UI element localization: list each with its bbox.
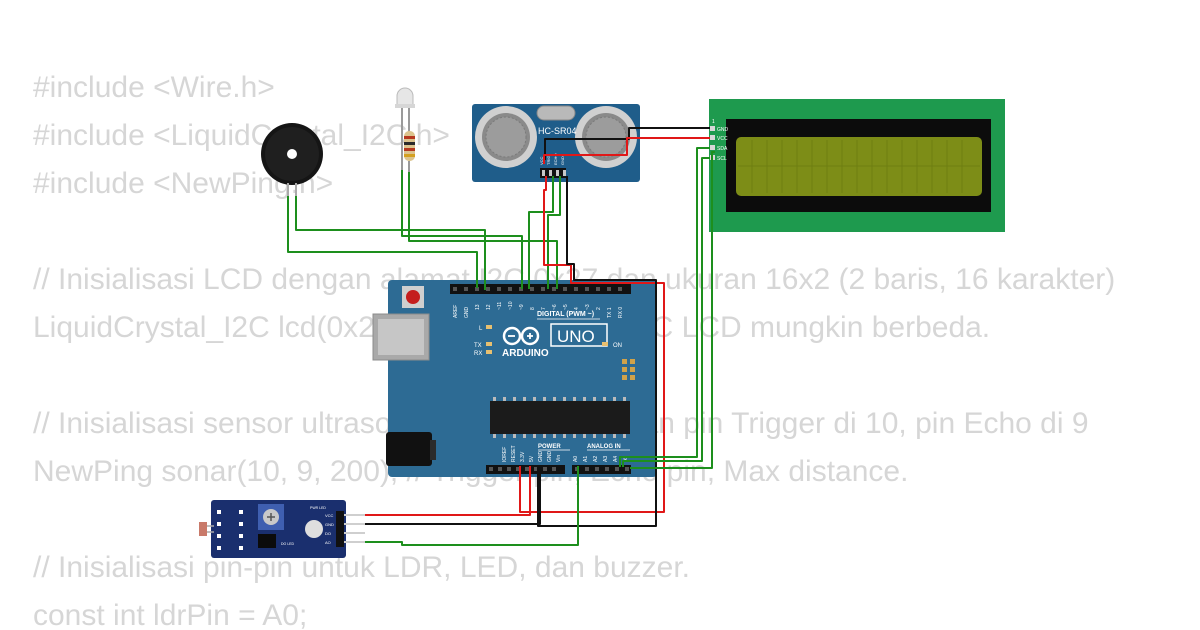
- microcontroller-chip: [490, 401, 630, 434]
- digital-label: DIGITAL (PWM ~): [537, 311, 594, 318]
- wire-buzzer-gnd: [287, 196, 478, 288]
- buzzer-hole: [287, 149, 297, 159]
- arduino-brand: ARDUINO: [502, 348, 549, 359]
- ultrasonic-label: HC-SR04: [538, 126, 577, 136]
- pin-label: ~10: [508, 301, 514, 310]
- buzzer[interactable]: [261, 123, 323, 196]
- wire-us-trig: [528, 176, 554, 289]
- wire-lcd-sda: [619, 147, 710, 467]
- pin-label: ~11: [497, 302, 503, 310]
- led-l-label: L: [479, 326, 483, 332]
- pin-label: RX 0: [618, 307, 624, 318]
- ldr-module-hole: [305, 520, 323, 538]
- ldr-module[interactable]: PWR LED DO LED VCC GND DO AO: [199, 500, 365, 558]
- rx-label: RX: [474, 351, 482, 357]
- pin-label: ~5: [563, 304, 569, 310]
- pin-label: 4: [574, 307, 580, 310]
- pin-label: A0: [573, 456, 579, 462]
- pin-label: 5V: [529, 455, 535, 462]
- led-dome: [396, 87, 414, 107]
- pin-label: A5: [623, 456, 629, 462]
- wire-us-vcc: [519, 176, 665, 513]
- comparator-chip: [258, 534, 276, 548]
- ultrasonic-header: [540, 168, 566, 178]
- ldr-pin-do: DO: [325, 531, 331, 536]
- pin-label: 12: [486, 304, 492, 310]
- pin-label: A4: [613, 456, 619, 462]
- code-line: #include <NewPing.h>: [33, 167, 334, 200]
- pin-label: ~6: [552, 304, 558, 310]
- tx-label: TX: [474, 343, 482, 349]
- wire-lcd-scl: [622, 157, 710, 467]
- ultrasonic-sensor[interactable]: HC-SR04 VCC TRIG ECHO GND: [472, 104, 640, 182]
- arduino-uno[interactable]: AREF GND 13 12 ~11 ~10 ~9 8 7 ~6 ~5 4 ~3…: [372, 280, 657, 477]
- arduino-model: UNO: [557, 327, 595, 346]
- pin-label: 2: [596, 307, 602, 310]
- pin-label: IOREF: [502, 447, 508, 462]
- us-pin-vcc: VCC: [539, 156, 544, 165]
- analog-header: [572, 465, 631, 474]
- pin-label: ~3: [585, 304, 591, 310]
- pwr-led-label: PWR LED: [310, 506, 326, 510]
- ldr-pin-vcc: VCC: [325, 513, 334, 518]
- code-line: #include <Wire.h>: [33, 71, 275, 104]
- lcd-pin-scl: SCL: [717, 156, 727, 162]
- on-label: ON: [613, 343, 622, 349]
- lcd-display[interactable]: 1 GND VCC SDA SCL: [709, 99, 1005, 232]
- pin-label: 3.3V: [520, 451, 526, 462]
- digital-header: [450, 284, 631, 294]
- wire-buzzer-signal: [295, 196, 486, 290]
- lcd-pin-sda: SDA: [717, 146, 728, 152]
- lcd-pin-vcc: VCC: [717, 136, 728, 142]
- pin-label: AREF: [453, 305, 459, 318]
- wire-ldr-gnd: [365, 466, 541, 525]
- wire-us-gnd: [537, 176, 657, 527]
- pin-label: 7: [541, 307, 547, 310]
- pin-label: ~9: [519, 304, 525, 310]
- ldr-pin-ao: AO: [325, 540, 331, 545]
- wires: [287, 127, 715, 546]
- pin-label: A2: [593, 456, 599, 462]
- pin-label: 8: [530, 307, 536, 310]
- pin-label: GND: [464, 307, 470, 319]
- lcd-pin1-label: 1: [712, 119, 715, 125]
- pin-label: RESET: [511, 445, 517, 462]
- wire-led-anode: [401, 170, 523, 289]
- crystal: [536, 105, 576, 121]
- uno-frame: [550, 323, 608, 347]
- power-jack: [386, 432, 432, 466]
- led[interactable]: [395, 87, 415, 170]
- ldr-pin-gnd: GND: [325, 522, 334, 527]
- power-label: POWER: [538, 444, 561, 450]
- us-pin-echo: ECHO: [553, 153, 558, 165]
- wire-ldr-ao: [365, 466, 579, 546]
- arduino-logo: [502, 326, 540, 346]
- ldr-header: [336, 511, 344, 547]
- analog-label: ANALOG IN: [587, 444, 621, 450]
- wire-us-echo: [547, 176, 561, 289]
- pin-label: A3: [603, 456, 609, 462]
- do-led-label: DO LED: [281, 542, 295, 546]
- wire-lcd-scl-ext: [630, 151, 715, 469]
- pin-label: GND: [538, 451, 544, 463]
- pin-label: A1: [583, 456, 589, 462]
- pin-label: TX 1: [607, 307, 613, 318]
- pin-label: 13: [475, 304, 481, 310]
- photoresistor: [199, 522, 207, 536]
- pin-label: Vin: [556, 455, 562, 462]
- lcd-pin-gnd: GND: [717, 127, 729, 133]
- code-line: const int ldrPin = A0;: [33, 599, 308, 630]
- us-pin-gnd: GND: [560, 156, 565, 165]
- wire-lcd-vcc: [543, 137, 710, 164]
- wire-ldr-vcc: [365, 466, 531, 516]
- icsp-header: [622, 359, 635, 380]
- us-pin-trig: TRIG: [546, 155, 551, 165]
- resistor[interactable]: [404, 128, 415, 172]
- pin-label: GND: [547, 451, 553, 463]
